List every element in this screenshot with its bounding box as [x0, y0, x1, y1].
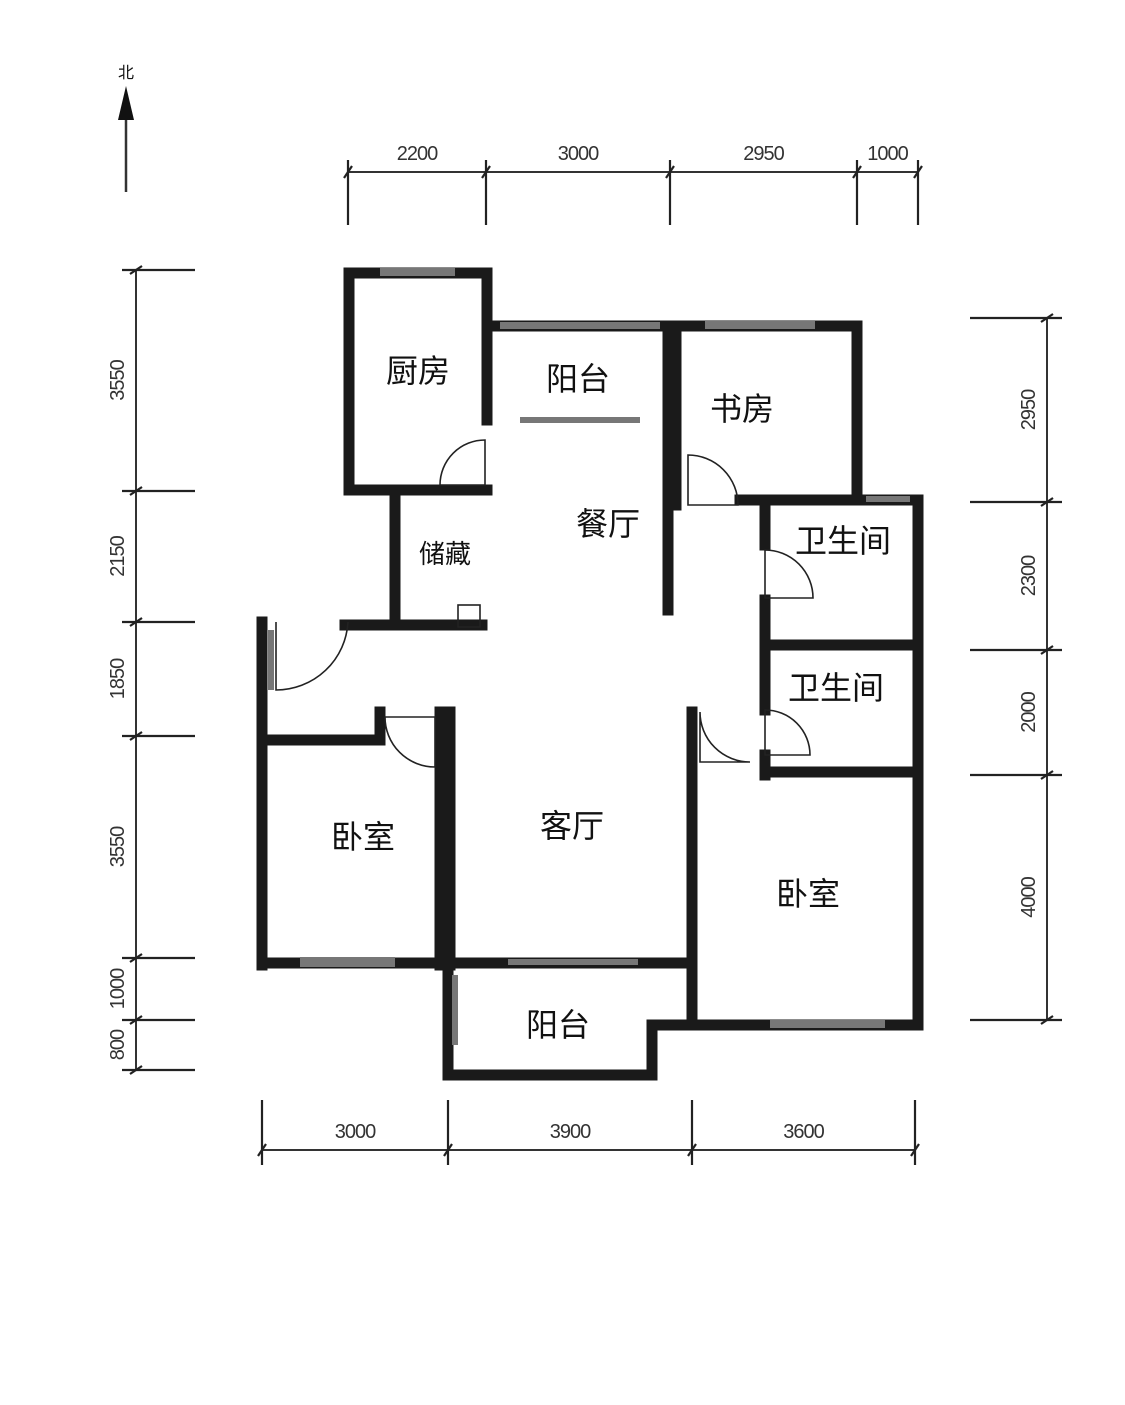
dimension-lines: 2200 3000 2950 1000 3000 3900 3600 3550 2150 1850… — [107, 143, 1062, 1165]
dimension-tick-mark — [129, 731, 143, 741]
dimension-label-top: 1000 — [867, 143, 908, 165]
door-study — [687, 454, 739, 506]
dimension-tick-mark — [665, 165, 675, 179]
window-bedroom-right — [770, 1020, 885, 1028]
dimension-tick-mark — [852, 165, 862, 179]
dimension-label-top: 2200 — [397, 143, 438, 165]
north-label: 北 — [118, 63, 134, 82]
door-bedroom-right — [699, 711, 751, 763]
door-kitchen — [439, 439, 486, 486]
dimension-tick-mark — [129, 617, 143, 627]
room-label-study: 书房 — [710, 390, 774, 428]
dimension-label-right: 4000 — [1018, 876, 1040, 917]
window-living — [508, 959, 638, 965]
dimension-tick-mark — [129, 953, 143, 963]
dimension-label-left: 3550 — [107, 359, 129, 400]
dimension-tick-mark — [1040, 770, 1054, 780]
dimension-label-right: 2300 — [1018, 555, 1040, 596]
dimension-label-top: 3000 — [558, 143, 599, 165]
dimension-label-top: 2950 — [743, 143, 784, 165]
window-bath — [866, 496, 910, 502]
dimension-label-left: 2150 — [107, 535, 129, 576]
door-bedroom-left — [384, 716, 436, 768]
doors — [275, 439, 814, 768]
window-kitchen — [380, 268, 455, 276]
window-balcony-door — [520, 417, 640, 423]
room-label-balcony-north: 阳台 — [546, 360, 610, 398]
dimension-tick-mark — [910, 1143, 920, 1157]
room-label-storage: 储藏 — [419, 540, 471, 570]
dimension-tick-mark — [1040, 313, 1054, 323]
dimension-tick-mark — [1040, 645, 1054, 655]
window-entry — [268, 630, 274, 690]
dimension-label-left: 1000 — [107, 968, 129, 1009]
dimension-tick-mark — [481, 165, 491, 179]
door-entrance — [275, 621, 349, 691]
dimension-label-bottom: 3600 — [783, 1121, 824, 1143]
room-label-bathroom-1: 卫生间 — [795, 522, 891, 560]
room-label-dining: 餐厅 — [576, 505, 640, 543]
dimension-tick-mark — [129, 486, 143, 496]
window-balcony-south — [452, 975, 458, 1045]
dimension-label-left: 1850 — [107, 658, 129, 699]
dimension-label-bottom: 3900 — [550, 1121, 591, 1143]
dimension-tick-mark — [129, 265, 143, 275]
room-label-kitchen: 厨房 — [386, 352, 450, 390]
dimension-tick-mark — [687, 1143, 697, 1157]
window-balcony-north — [500, 322, 660, 329]
dimension-tick-mark — [257, 1143, 267, 1157]
windows — [268, 268, 910, 1045]
room-label-bathroom-2: 卫生间 — [788, 669, 884, 707]
dimension-tick-mark — [443, 1143, 453, 1157]
dimension-label-right: 2000 — [1018, 691, 1040, 732]
door-bath-1 — [764, 549, 814, 599]
dimension-tick-mark — [129, 1015, 143, 1025]
dimension-label-left: 800 — [107, 1029, 129, 1060]
north-arrow-icon — [118, 86, 134, 192]
room-label-bedroom-left: 卧室 — [331, 818, 395, 856]
room-label-balcony-south: 阳台 — [526, 1006, 590, 1044]
door-bath-2 — [764, 709, 811, 756]
dimension-tick-mark — [1040, 497, 1054, 507]
shaft-icon — [457, 604, 481, 628]
dimension-tick-mark — [913, 165, 923, 179]
dimension-label-right: 2950 — [1018, 389, 1040, 430]
dimension-tick-mark — [343, 165, 353, 179]
room-label-living: 客厅 — [540, 807, 604, 845]
dimension-label-left: 3550 — [107, 826, 129, 867]
window-bedroom-left — [300, 957, 395, 967]
dimension-label-bottom: 3000 — [335, 1121, 376, 1143]
room-label-bedroom-right: 卧室 — [776, 875, 840, 913]
window-study — [705, 321, 815, 329]
dimension-tick-mark — [129, 1065, 143, 1075]
dimension-tick-mark — [1040, 1015, 1054, 1025]
